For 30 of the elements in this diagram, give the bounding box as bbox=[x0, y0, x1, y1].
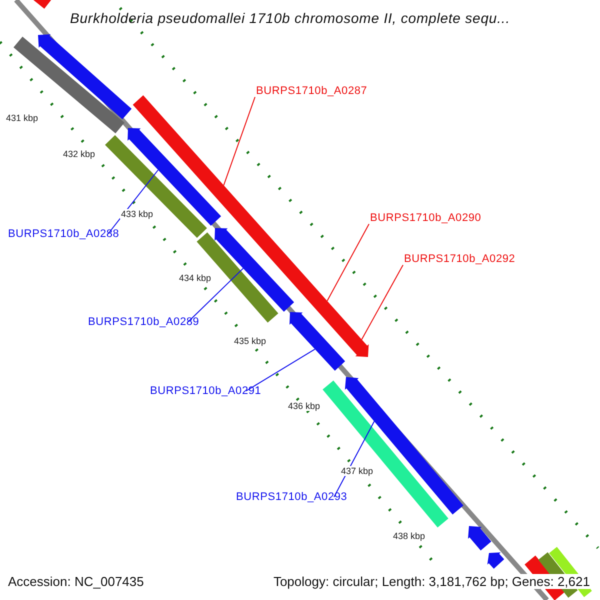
gene-label: BURPS1710b_A0292 bbox=[404, 253, 516, 265]
leader-line bbox=[334, 420, 375, 498]
scale-label: 435 kbp bbox=[233, 336, 268, 346]
gene-label: BURPS1710b_A0289 bbox=[88, 316, 200, 328]
footer-text: Topology: circular; Length: 3,181,762 bp; Genes: 2,621 bbox=[273, 574, 590, 589]
scale-label: 438 kbp bbox=[392, 531, 426, 541]
gene-segment bbox=[38, 34, 132, 120]
footer-text: Accession: NC_007435 bbox=[8, 574, 144, 589]
gene-segment bbox=[487, 552, 504, 569]
scale-label: 436 kbp bbox=[287, 401, 322, 411]
leader-line bbox=[246, 348, 316, 392]
leader-line bbox=[361, 264, 404, 340]
gene-segment bbox=[468, 526, 492, 550]
leader-line bbox=[223, 96, 256, 186]
gene-label: BURPS1710b_A0293 bbox=[236, 491, 348, 503]
gene-segment bbox=[214, 228, 294, 312]
gene-label: BURPS1710b_A0291 bbox=[150, 385, 262, 397]
leader-line bbox=[188, 268, 244, 322]
scale-label: 432 kbp bbox=[62, 149, 96, 159]
map-title: Burkholderia pseudomallei 1710b chromosome II, complete sequ... bbox=[70, 10, 510, 26]
scale-label: 431 kbp bbox=[5, 113, 40, 123]
scale-label: 434 kbp bbox=[178, 273, 212, 283]
gene-segment bbox=[196, 232, 278, 323]
scale-label: 433 kbp bbox=[120, 209, 154, 219]
gene-label: BURPS1710b_A0288 bbox=[8, 228, 120, 240]
gene-label: BURPS1710b_A0290 bbox=[370, 212, 482, 224]
gene-segment bbox=[290, 312, 346, 371]
scale-label: 437 kbp bbox=[340, 466, 374, 476]
gene-label: BURPS1710b_A0287 bbox=[256, 85, 368, 97]
leader-line bbox=[326, 224, 370, 302]
